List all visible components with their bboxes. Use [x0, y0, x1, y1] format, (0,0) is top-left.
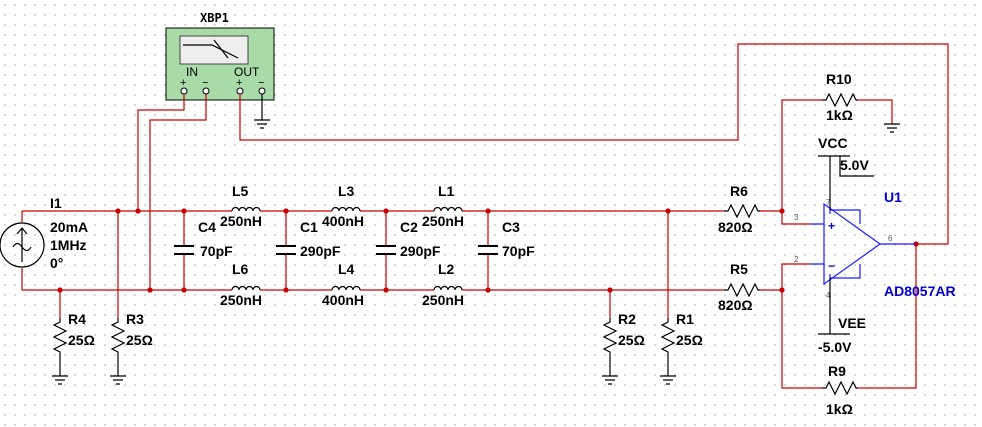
inductor-l1[interactable] — [433, 206, 463, 212]
c2-value: 290pF — [400, 243, 441, 259]
xbp1-out-plus: + — [236, 77, 242, 89]
r5-ref: R5 — [730, 261, 748, 277]
c4-ref: C4 — [198, 219, 216, 235]
wires — [21, 43, 949, 389]
resistor-r5[interactable] — [724, 282, 760, 298]
i1-phase: 0° — [50, 255, 63, 271]
opamp-pin-7: 7 — [826, 198, 831, 207]
current-source-i1[interactable] — [0, 222, 45, 268]
r1-ref: R1 — [676, 311, 694, 327]
xbp1-in-label: IN — [186, 65, 198, 79]
i1-ref: I1 — [50, 195, 62, 211]
resistor-r2[interactable] — [602, 318, 618, 376]
opamp-model: AD8057AR — [884, 283, 956, 299]
r10-value: 1kΩ — [826, 107, 853, 123]
r9-value: 1kΩ — [826, 401, 853, 417]
capacitor-c1[interactable] — [276, 245, 296, 255]
l1-value: 250nH — [422, 213, 464, 229]
l2-value: 250nH — [422, 292, 464, 308]
opamp-pin-6: 6 — [888, 234, 893, 243]
r1-value: 25Ω — [676, 332, 703, 348]
l1-ref: L1 — [438, 183, 455, 199]
opamp-u1[interactable] — [810, 202, 916, 286]
resistor-r10[interactable] — [822, 92, 858, 108]
grounds-termination — [52, 375, 676, 385]
bode-plotter-xbp1[interactable]: XBP1 IN OUT + − + − — [165, 11, 275, 101]
r6-ref: R6 — [730, 183, 748, 199]
l6-ref: L6 — [232, 261, 249, 277]
r3-ref: R3 — [126, 311, 144, 327]
xbp1-in-minus-terminal[interactable] — [202, 87, 210, 95]
capacitor-c2[interactable] — [376, 245, 396, 255]
ground-xbp1 — [254, 94, 270, 129]
c3-ref: C3 — [502, 219, 520, 235]
c3-value: 70pF — [502, 243, 535, 259]
vcc-label: VCC — [818, 135, 848, 151]
i1-frequency: 1MHz — [50, 237, 87, 253]
inductor-l4[interactable] — [331, 285, 361, 291]
r5-value: 820Ω — [718, 297, 753, 313]
opamp-pin-2: 2 — [794, 255, 799, 264]
vcc-value: 5.0V — [840, 157, 869, 173]
resistor-r1[interactable] — [660, 318, 676, 376]
vee-value: -5.0V — [818, 339, 852, 355]
inductor-l6[interactable] — [231, 285, 261, 291]
opamp-plus-sign: + — [828, 219, 835, 233]
l3-value: 400nH — [322, 213, 364, 229]
r2-value: 25Ω — [618, 332, 645, 348]
inductor-l5[interactable] — [231, 206, 261, 212]
l5-ref: L5 — [232, 183, 249, 199]
xbp1-screen-curve — [183, 44, 239, 59]
opamp-pin-3: 3 — [794, 213, 799, 222]
opamp-pin-4: 4 — [826, 291, 831, 300]
junctions — [57, 208, 919, 293]
capacitor-c3[interactable] — [478, 245, 498, 255]
r10-ref: R10 — [826, 71, 852, 87]
xbp1-out-label: OUT — [234, 65, 260, 79]
inductor-l3[interactable] — [331, 206, 361, 212]
r9-ref: R9 — [828, 363, 846, 379]
c1-ref: C1 — [300, 219, 318, 235]
c1-value: 290pF — [300, 243, 341, 259]
xbp1-out-minus-terminal[interactable] — [258, 87, 266, 95]
c4-value: 70pF — [200, 243, 233, 259]
capacitor-c4[interactable] — [174, 245, 194, 255]
vcc-value-box — [839, 156, 874, 177]
c2-ref: C2 — [400, 219, 418, 235]
xbp1-screen-marker — [213, 39, 229, 59]
l3-ref: L3 — [338, 183, 355, 199]
l4-ref: L4 — [338, 261, 355, 277]
xbp1-out-plus-terminal[interactable] — [236, 87, 244, 95]
vee-label: VEE — [838, 315, 866, 331]
l5-value: 250nH — [220, 213, 262, 229]
r2-ref: R2 — [618, 311, 636, 327]
resistor-r3[interactable] — [110, 318, 126, 376]
resistor-r6[interactable] — [724, 203, 760, 219]
r4-value: 25Ω — [68, 332, 95, 348]
r3-value: 25Ω — [126, 332, 153, 348]
vcc-rail[interactable] — [818, 155, 850, 210]
l6-value: 250nH — [220, 292, 262, 308]
r6-value: 820Ω — [718, 219, 753, 235]
opamp-minus-sign: − — [828, 259, 835, 273]
resistor-r4[interactable] — [52, 318, 68, 376]
xbp1-out-minus: − — [258, 77, 264, 89]
resistor-r9[interactable] — [822, 380, 858, 396]
r4-ref: R4 — [68, 311, 86, 327]
i1-current: 20mA — [50, 219, 88, 235]
xbp1-ref: XBP1 — [200, 11, 229, 25]
xbp1-in-minus: − — [202, 77, 208, 89]
vee-rail[interactable] — [818, 278, 850, 335]
l2-ref: L2 — [438, 261, 455, 277]
opamp-ref: U1 — [884, 189, 902, 205]
xbp1-in-plus-terminal[interactable] — [180, 87, 188, 95]
xbp1-in-plus: + — [180, 77, 186, 89]
inductor-l2[interactable] — [433, 285, 463, 291]
l4-value: 400nH — [322, 292, 364, 308]
ground-r10 — [884, 123, 900, 133]
